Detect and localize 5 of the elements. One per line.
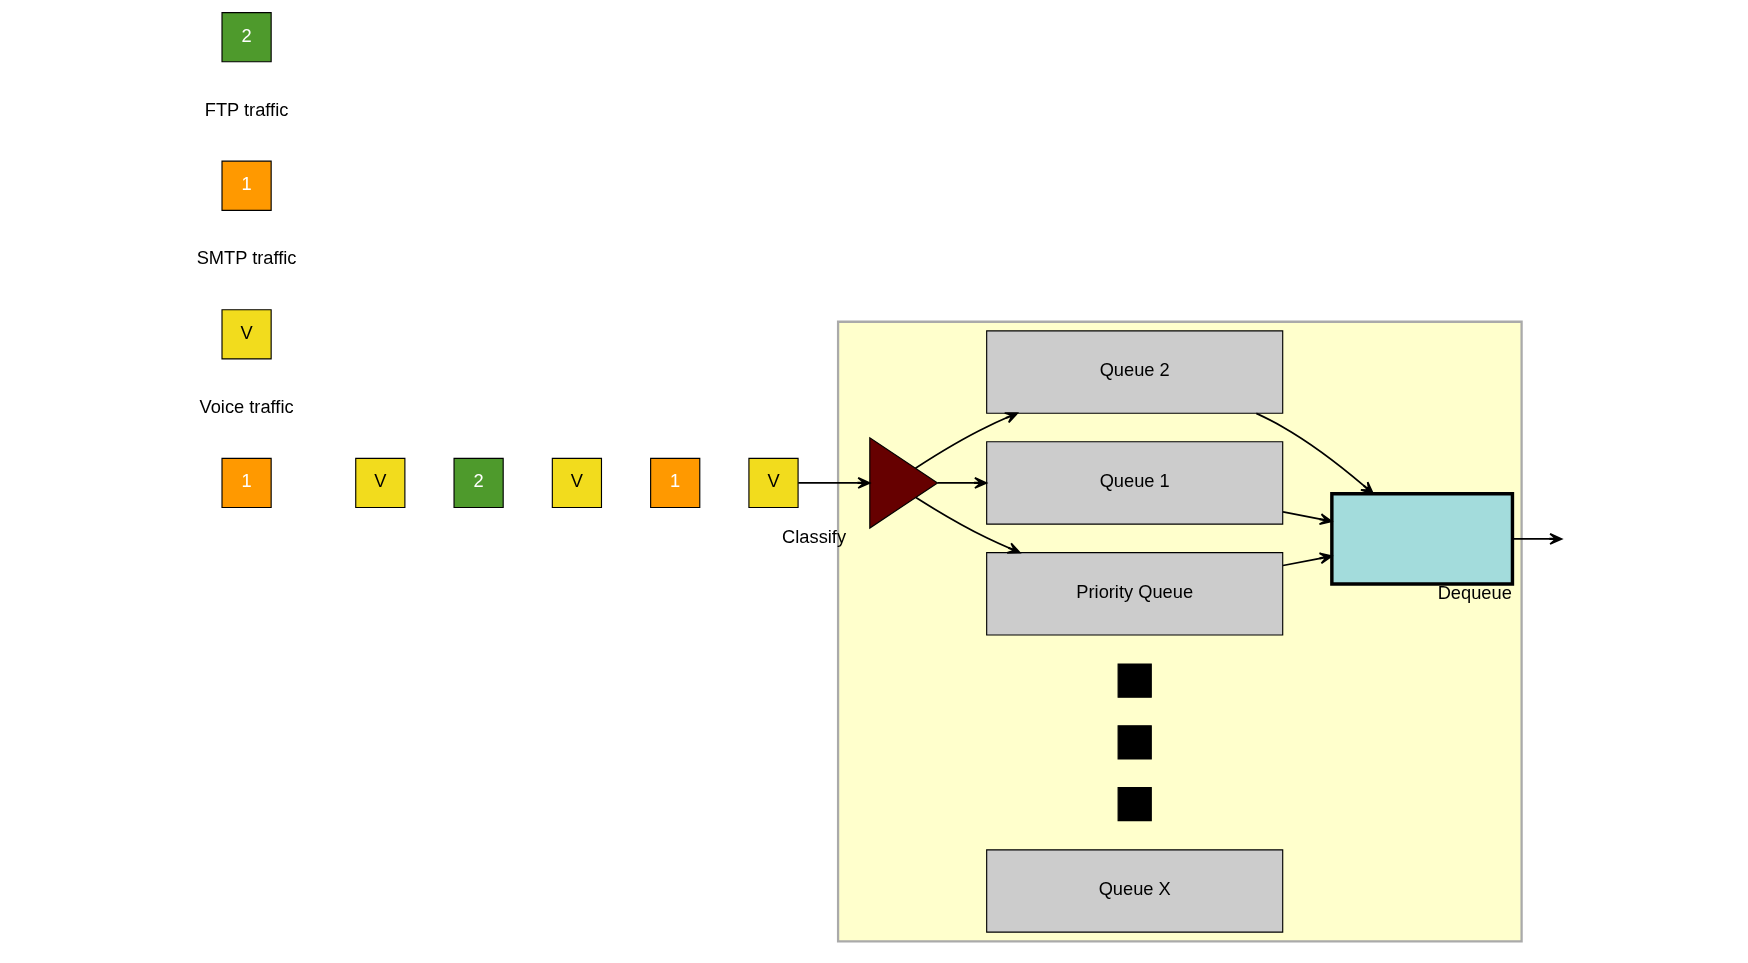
node-label: FTP traffic [204, 98, 288, 120]
node-label: Voice traffic [199, 395, 294, 417]
node-label: Classify [781, 525, 846, 547]
node-label: SMTP traffic [196, 247, 296, 269]
node-label: Dequeue [1437, 581, 1512, 603]
